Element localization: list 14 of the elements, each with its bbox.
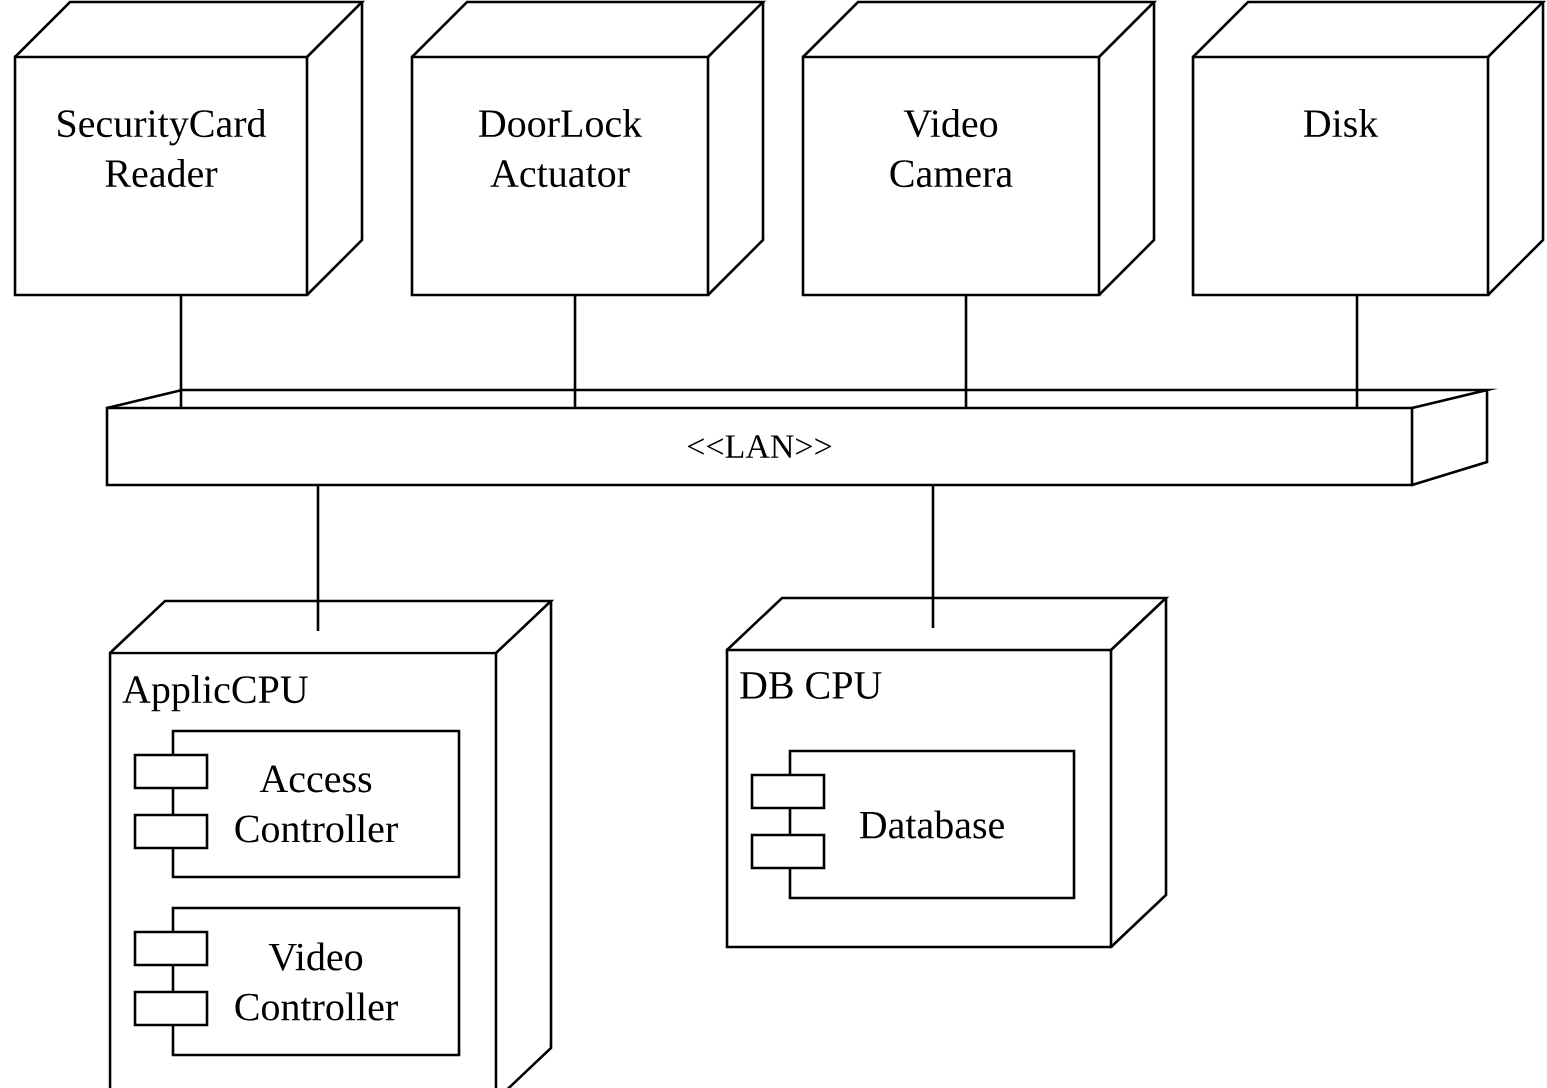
connector-line: [1355, 295, 1359, 408]
connector-line: [316, 485, 320, 631]
component-box: Video Controller: [133, 906, 461, 1057]
component-box: Access Controller: [133, 729, 461, 879]
lan-bus: <<LAN>>: [105, 388, 1498, 487]
connector-line: [964, 295, 968, 408]
device-node-box: SecurityCard Reader: [13, 0, 366, 297]
device-node-box: Disk: [1191, 0, 1547, 297]
connector-line: [931, 485, 935, 628]
device-node-box: Video Camera: [801, 0, 1158, 297]
connector-line: [179, 295, 183, 408]
device-node-box: DoorLock Actuator: [410, 0, 767, 297]
component-box: Database: [750, 749, 1076, 900]
connector-line: [573, 295, 577, 408]
